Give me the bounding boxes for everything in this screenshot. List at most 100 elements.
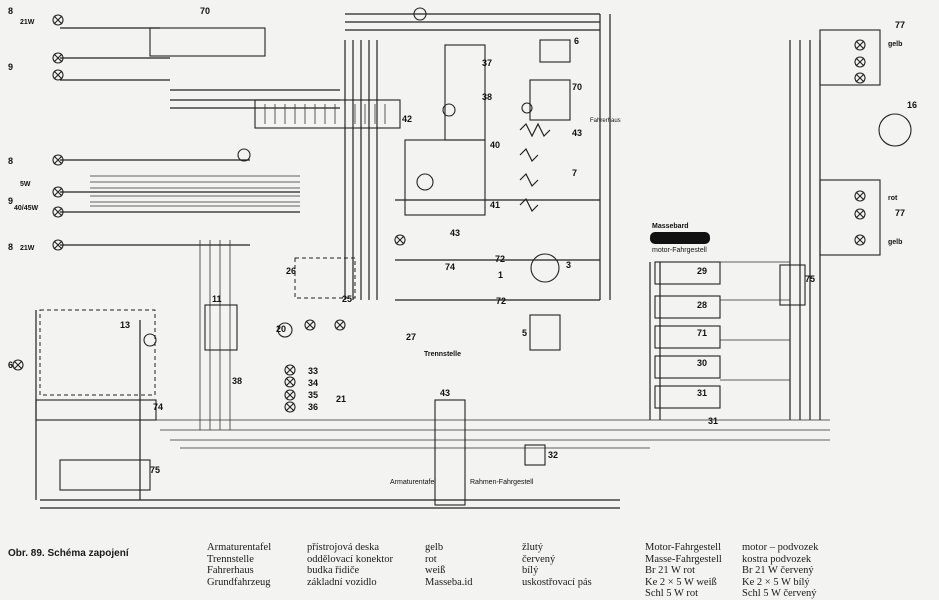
label-74: 75 bbox=[150, 465, 160, 475]
label-6b: 6 bbox=[8, 360, 13, 370]
legend-item: Ke 2 × 5 W bílý bbox=[742, 576, 810, 588]
gauge-m bbox=[416, 173, 434, 191]
legend-item: Armaturentafel bbox=[207, 542, 272, 553]
lamp-b bbox=[413, 7, 427, 21]
label-11: 11 bbox=[212, 294, 222, 304]
lamp-label-gelb-bot: gelb bbox=[888, 239, 902, 246]
legend-col-6: motor – podvozek kostra podvozek Br 21 W… bbox=[742, 542, 818, 600]
lamp-f bbox=[143, 333, 157, 347]
relay-32-33 bbox=[444, 44, 486, 141]
legend-item: budka řidiče bbox=[307, 565, 360, 576]
connector-strip bbox=[434, 399, 466, 506]
label-18: 20 bbox=[276, 324, 286, 334]
heater-coils bbox=[519, 122, 551, 213]
motor-3 bbox=[530, 253, 560, 283]
motor-fahrgestell-label: motor-Fahrgestell bbox=[652, 247, 707, 254]
label-72: 74 bbox=[153, 402, 163, 412]
label-37c: 43 bbox=[440, 388, 450, 398]
label-43: 75 bbox=[805, 274, 815, 284]
label-8c: 8 bbox=[8, 242, 13, 252]
switch-26 bbox=[654, 385, 721, 409]
legend-col-2: přístrojová deska oddělovací konektor bu… bbox=[307, 542, 393, 588]
part-27 bbox=[524, 444, 546, 466]
legend-col-3: gelb rot weiß Masseba.id bbox=[425, 542, 473, 588]
legend-item: Br 21 W rot bbox=[645, 565, 696, 576]
lamp-crosses bbox=[12, 14, 866, 413]
lamp-label-rot: rot bbox=[888, 195, 898, 202]
component-number-labels: 70 37 38 6 70 42 43 40 41 7 8 9 8 9 8 11… bbox=[8, 6, 917, 475]
switch-40 bbox=[654, 325, 721, 349]
relay-6 bbox=[539, 39, 571, 63]
label-41a: 72 bbox=[495, 254, 505, 264]
label-35: 41 bbox=[490, 200, 500, 210]
socket-16 bbox=[878, 113, 912, 147]
legend-col-4: žlutý červený bílý uskostřovací pás bbox=[522, 542, 592, 588]
lamp-label-gelb-top: gelb bbox=[888, 41, 902, 48]
label-33b: 38 bbox=[232, 376, 242, 386]
label-25: 30 bbox=[697, 358, 707, 368]
legend-item: Masseba.id bbox=[425, 576, 473, 588]
label-34: 40 bbox=[490, 140, 500, 150]
label-26b: 31 bbox=[708, 416, 718, 426]
label-26a: 31 bbox=[697, 388, 707, 398]
lamp-c bbox=[521, 102, 533, 114]
label-22: 27 bbox=[406, 332, 416, 342]
label-21: 26 bbox=[286, 266, 296, 276]
label-6: 6 bbox=[574, 36, 579, 46]
label-9b: 9 bbox=[8, 196, 13, 206]
label-30: 35 bbox=[308, 390, 318, 400]
label-23: 28 bbox=[697, 300, 707, 310]
relay-5 bbox=[529, 314, 561, 351]
legend-item: weiß bbox=[425, 565, 446, 576]
relay-43 bbox=[779, 264, 806, 306]
relay-11 bbox=[204, 304, 238, 351]
horn-18 bbox=[277, 322, 293, 338]
massband-bar bbox=[650, 232, 710, 244]
label-1: 1 bbox=[498, 270, 503, 280]
switch-box bbox=[149, 27, 266, 57]
label-40: 71 bbox=[697, 328, 707, 338]
legend-item: Ke 2 × 5 W weiß bbox=[645, 576, 717, 588]
rahmen-label: Rahmen-Fahrgestell bbox=[470, 479, 534, 486]
legend-item: červený bbox=[522, 553, 556, 565]
legend-item: základní vozidlo bbox=[307, 576, 377, 588]
fuse-elements bbox=[264, 104, 386, 124]
lamp-label-5w: 5W bbox=[20, 181, 31, 188]
harness-wires bbox=[35, 13, 830, 509]
armaturentafel-label: Armaturentafel bbox=[390, 479, 436, 486]
legend-item: oddělovací konektor bbox=[307, 553, 394, 565]
label-31: 36 bbox=[308, 402, 318, 412]
label-32: 37 bbox=[482, 58, 492, 68]
legend-item: Motor-Fahrgestell bbox=[645, 542, 722, 553]
label-9a: 9 bbox=[8, 62, 13, 72]
label-42: 74 bbox=[445, 262, 455, 272]
label-28: 33 bbox=[308, 366, 318, 376]
label-33a: 38 bbox=[482, 92, 492, 102]
legend-col-1: Armaturentafel Trennstelle Fahrerhaus Gr… bbox=[207, 542, 271, 588]
label-8a: 8 bbox=[8, 6, 13, 16]
trennstelle-label: Trennstelle bbox=[424, 351, 461, 358]
label-41b: 72 bbox=[496, 296, 506, 306]
label-37b: 43 bbox=[450, 228, 460, 238]
legend-item: Grundfahrzeug bbox=[207, 576, 271, 588]
terminal-72 bbox=[35, 399, 157, 421]
switch-24 bbox=[654, 261, 721, 285]
lamp-a bbox=[237, 148, 251, 162]
legend-item: Fahrerhaus bbox=[207, 565, 254, 576]
label-5: 5 bbox=[522, 328, 527, 338]
label-19: 21 bbox=[336, 394, 346, 404]
label-38: 70 bbox=[572, 82, 582, 92]
legend-item: rot bbox=[425, 553, 437, 565]
legend-item: kostra podvozek bbox=[742, 553, 812, 565]
instrument-34-35 bbox=[404, 139, 486, 216]
label-29: 34 bbox=[308, 378, 318, 388]
rear-lamp-75 bbox=[819, 29, 881, 86]
legend-item: Masse-Fahrgestell bbox=[645, 553, 722, 565]
fahrerhaus-label: Fahrerhaus bbox=[590, 118, 621, 124]
relay-38 bbox=[529, 79, 571, 121]
massband-label: Massebard bbox=[652, 223, 689, 230]
group-20-21 bbox=[294, 257, 356, 299]
legend-item: motor – podvozek bbox=[742, 542, 819, 553]
label-27: 32 bbox=[548, 450, 558, 460]
